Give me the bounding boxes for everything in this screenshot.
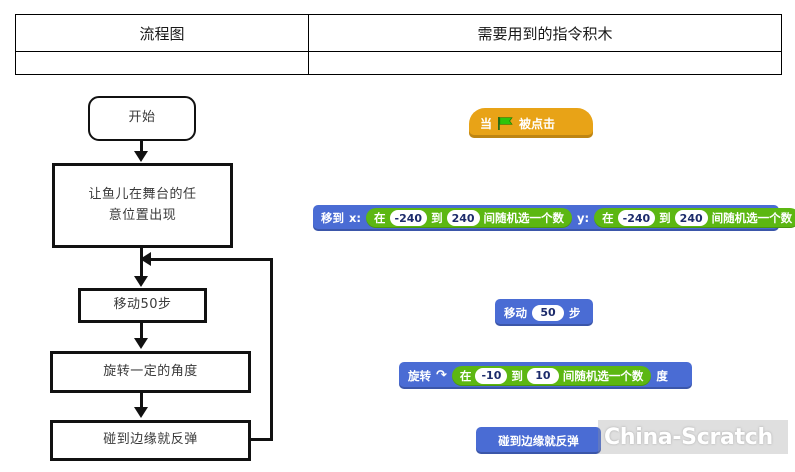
pick-random-turn-mid: 到 <box>511 368 523 383</box>
watermark-china-scratch: China-Scratch <box>604 425 773 450</box>
operator-pick-random-x[interactable]: 在 -240 到 240 间随机选一个数 <box>366 208 573 228</box>
pick-random-y-from[interactable]: -240 <box>617 210 656 226</box>
pick-random-y-prefix: 在 <box>602 211 614 225</box>
flow-node-spawn: 让鱼儿在舞台的任 意位置出现 <box>52 163 233 248</box>
flow-connector-turn-bounce <box>140 393 143 408</box>
block-goto-verb: 移到 <box>321 211 344 225</box>
pick-random-y-suffix: 间随机选一个数 <box>711 211 793 225</box>
flow-arrowhead-turn <box>134 338 148 349</box>
pick-random-x-from[interactable]: -240 <box>389 210 428 226</box>
table-header-blocks: 需要用到的指令积木 <box>308 14 782 52</box>
pick-random-y-mid: 到 <box>659 211 671 225</box>
flow-node-turn: 旋转一定的角度 <box>50 351 251 393</box>
block-turn-verb: 旋转 <box>408 368 431 383</box>
pick-random-x-to[interactable]: 240 <box>446 210 480 226</box>
pick-random-x-suffix: 间随机选一个数 <box>483 211 565 225</box>
turn-right-arrow-icon: ↷ <box>436 368 447 383</box>
flow-arrowhead-move <box>134 276 148 287</box>
pick-random-x-mid: 到 <box>431 211 443 225</box>
block-move-unit: 步 <box>569 305 581 320</box>
pick-random-turn-from[interactable]: -10 <box>475 367 508 384</box>
flow-node-bounce-label: 碰到边缘就反弹 <box>103 432 198 448</box>
block-goto-y-label: y: <box>577 211 590 225</box>
flow-node-start: 开始 <box>88 96 196 141</box>
block-when-prefix: 当 <box>480 116 493 131</box>
comparison-table: 流程图 需要用到的指令积木 <box>15 14 782 75</box>
flow-arrowhead-bounce <box>134 407 148 418</box>
flow-loop-segment-bottom <box>251 438 273 441</box>
block-turn-unit: 度 <box>656 368 668 383</box>
table-blank-row <box>15 51 782 75</box>
flow-node-start-label: 开始 <box>128 110 156 126</box>
pick-random-turn-suffix: 间随机选一个数 <box>562 368 644 383</box>
block-go-to-xy[interactable]: 移到 x: 在 -240 到 240 间随机选一个数 y: 在 -240 到 2… <box>313 205 795 231</box>
pick-random-turn-to[interactable]: 10 <box>526 367 559 384</box>
flow-arrowhead-spawn <box>134 151 148 162</box>
block-when-suffix: 被点击 <box>519 116 556 131</box>
block-move-value[interactable]: 50 <box>532 304 564 321</box>
table-cell-blocks-body <box>308 51 782 75</box>
flow-node-spawn-line2: 意位置出现 <box>108 207 177 223</box>
flow-node-move: 移动50步 <box>78 288 207 323</box>
pick-random-y-to[interactable]: 240 <box>674 210 708 226</box>
pick-random-x-prefix: 在 <box>374 211 386 225</box>
block-move-steps[interactable]: 移动 50 步 <box>495 299 593 326</box>
block-move-verb: 移动 <box>504 305 527 320</box>
table-header-row: 流程图 需要用到的指令积木 <box>15 14 782 52</box>
block-turn-degrees[interactable]: 旋转 ↷ 在 -10 到 10 间随机选一个数 度 <box>399 362 692 389</box>
table-header-flowchart: 流程图 <box>15 14 309 52</box>
flow-node-bounce: 碰到边缘就反弹 <box>50 420 251 461</box>
flow-loop-segment-top <box>150 258 273 261</box>
flow-node-move-label: 移动50步 <box>113 297 172 313</box>
flow-arrowhead-loop <box>140 252 151 266</box>
flow-loop-segment-right <box>270 258 273 441</box>
flow-connector-move-turn <box>140 323 143 339</box>
table-cell-flowchart-body <box>15 51 309 75</box>
flow-node-turn-label: 旋转一定的角度 <box>103 363 198 379</box>
operator-pick-random-turn[interactable]: 在 -10 到 10 间随机选一个数 <box>451 365 652 386</box>
block-when-flag-clicked[interactable]: 当 被点击 <box>469 108 593 138</box>
flow-node-spawn-label: 让鱼儿在舞台的任 意位置出现 <box>88 185 196 225</box>
flow-connector-start-spawn <box>140 141 143 153</box>
operator-pick-random-y[interactable]: 在 -240 到 240 间随机选一个数 <box>594 208 795 228</box>
watermark-plate <box>598 420 788 454</box>
block-bounce-label: 碰到边缘就反弹 <box>498 433 579 448</box>
block-goto-x-label: x: <box>349 211 362 225</box>
green-flag-icon <box>498 116 513 130</box>
flow-node-spawn-line1: 让鱼儿在舞台的任 <box>88 187 197 203</box>
pick-random-turn-prefix: 在 <box>459 368 472 383</box>
block-if-on-edge-bounce[interactable]: 碰到边缘就反弹 <box>476 427 601 454</box>
